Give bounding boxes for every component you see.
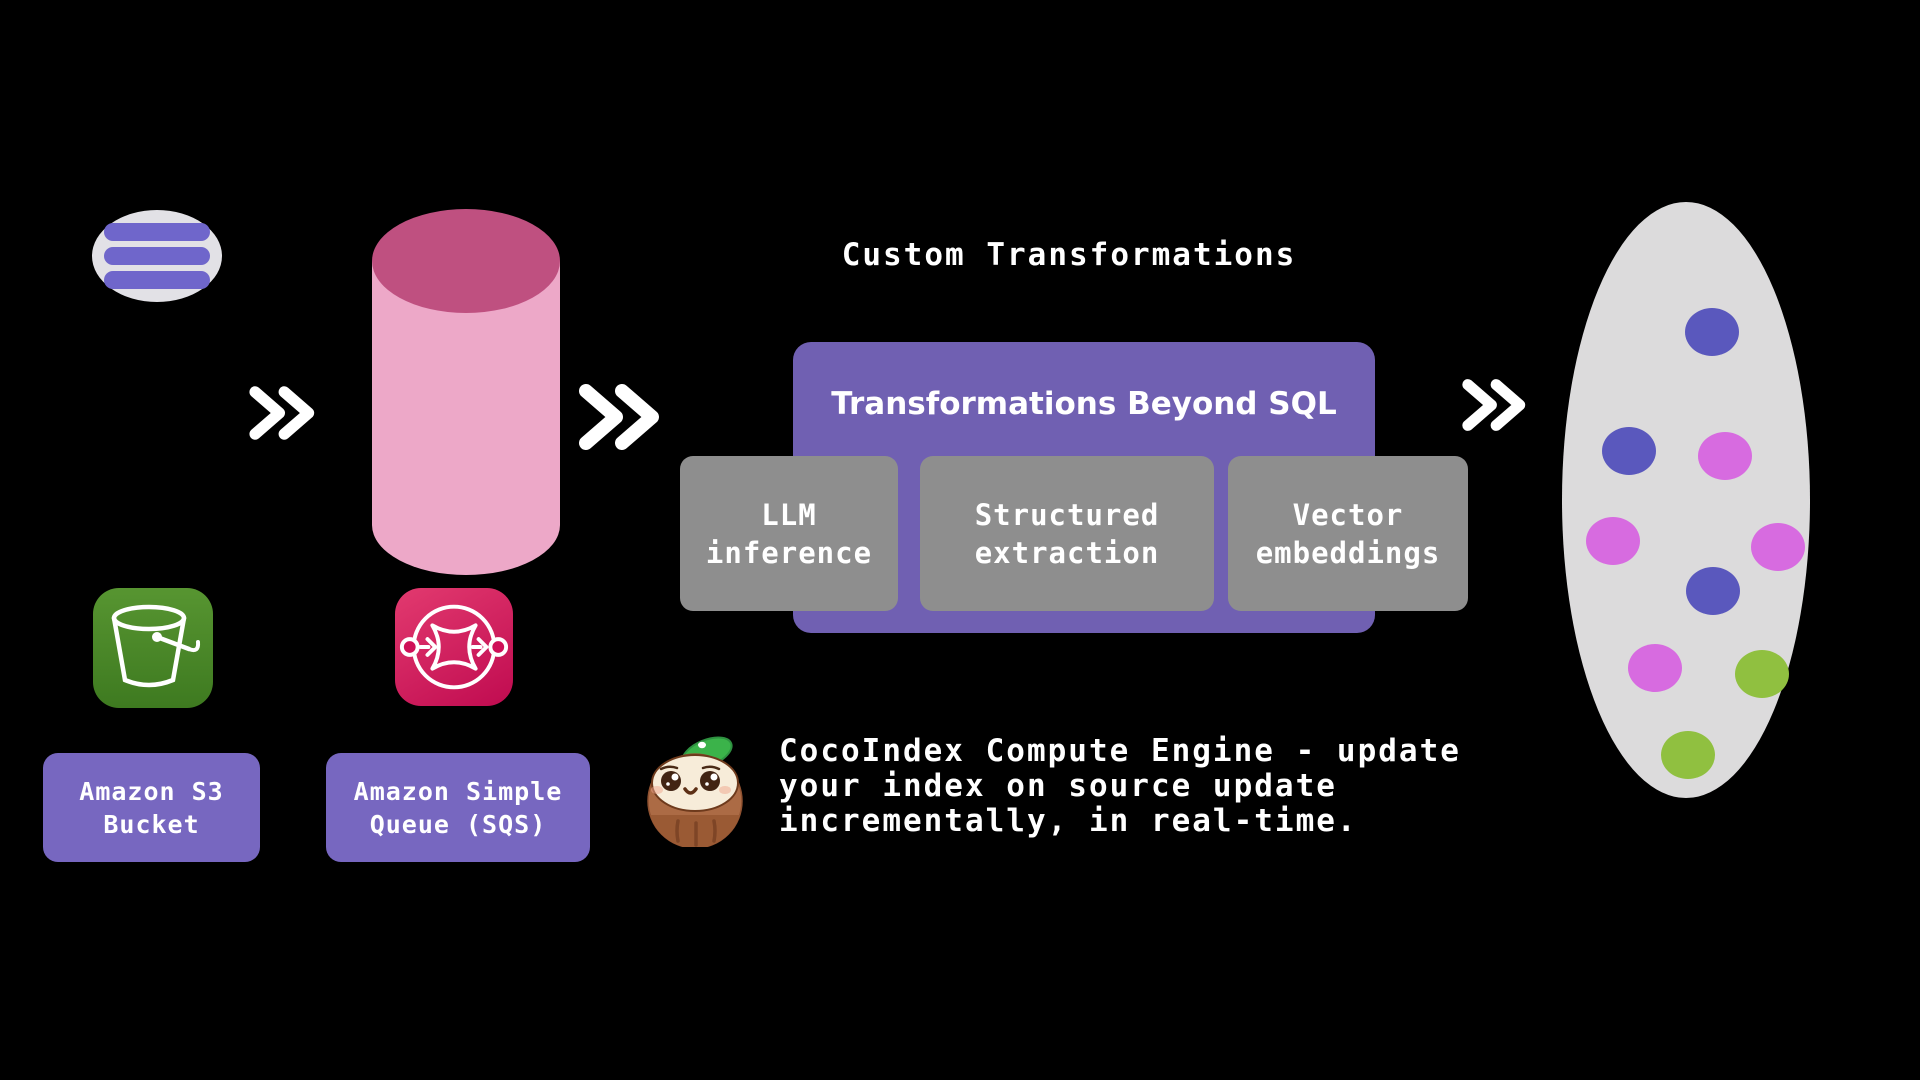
chevron-right-icon — [579, 384, 659, 450]
cylinder-store — [372, 261, 560, 575]
structured-extraction-box: Structured extraction — [920, 456, 1214, 611]
structured-extraction-line2: extraction — [974, 535, 1160, 570]
s3-bucket-icon — [93, 588, 213, 708]
s3-label-line1: Amazon S3 — [79, 776, 224, 806]
vector-store-ellipse — [1562, 202, 1810, 798]
vector-embeddings-box: Vector embeddings — [1228, 456, 1468, 611]
vector-dot — [1735, 650, 1789, 698]
cocoindex-mascot-icon — [647, 736, 743, 847]
transformations-heading: Transformations Beyond SQL — [831, 386, 1337, 422]
sqs-label: Amazon Simple Queue (SQS) — [326, 753, 590, 862]
database-bar — [104, 271, 210, 289]
database-bar — [104, 223, 210, 241]
engine-caption: CocoIndex Compute Engine - update your i… — [779, 734, 1461, 839]
chevron-right-icon — [1462, 379, 1526, 431]
database-icon — [92, 210, 222, 302]
vector-embeddings-line1: Vector — [1292, 497, 1404, 532]
structured-extraction-line1: Structured — [974, 497, 1160, 532]
vector-dot — [1686, 567, 1740, 615]
sqs-label-line1: Amazon Simple — [353, 776, 563, 806]
chevron-right-icon — [249, 386, 315, 440]
engine-caption-line2: your index on source update — [779, 768, 1337, 804]
page-title: Custom Transformations — [841, 237, 1297, 273]
vector-embeddings-line2: embeddings — [1255, 535, 1441, 570]
vector-dot — [1602, 427, 1656, 475]
vector-dot — [1628, 644, 1682, 692]
llm-inference-line2: inference — [705, 535, 873, 570]
s3-label: Amazon S3 Bucket — [43, 753, 260, 862]
s3-label-line2: Bucket — [103, 809, 200, 839]
llm-inference-line1: LLM — [761, 497, 817, 532]
sqs-icon — [395, 588, 513, 706]
sqs-label-line2: Queue (SQS) — [369, 809, 547, 839]
llm-inference-box: LLM inference — [680, 456, 898, 611]
vector-dot — [1698, 432, 1752, 480]
vector-dot — [1751, 523, 1805, 571]
engine-caption-line3: incrementally, in real-time. — [779, 803, 1358, 839]
database-bar — [104, 247, 210, 265]
cylinder-top — [372, 209, 560, 313]
vector-dot — [1661, 731, 1715, 779]
engine-caption-line1: CocoIndex Compute Engine - update — [779, 733, 1461, 769]
vector-dot — [1586, 517, 1640, 565]
vector-dot — [1685, 308, 1739, 356]
